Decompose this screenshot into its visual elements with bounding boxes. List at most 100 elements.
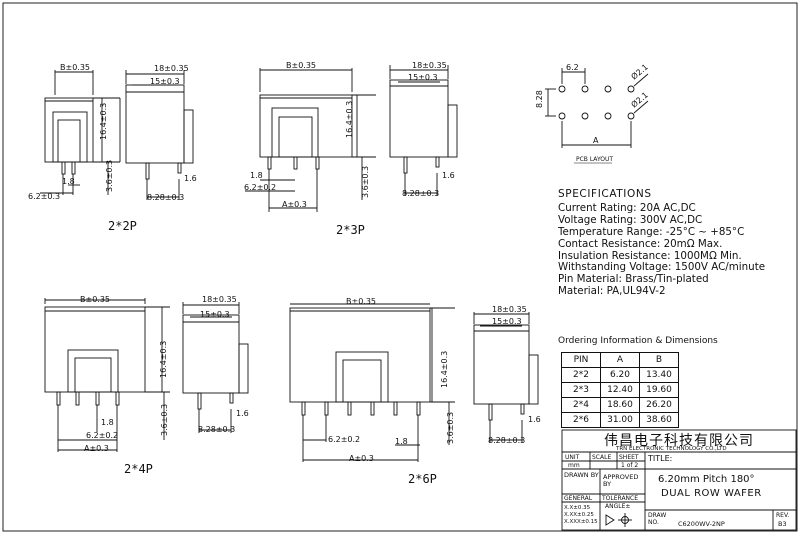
dim-2x4-side-pos: 8.28±0.3: [198, 425, 235, 434]
dim-2x6-side-pos: 8.28±0.3: [488, 436, 525, 445]
spec-line: Contact Resistance: 20mΩ Max.: [558, 237, 723, 250]
table-row: 2*2 6.20 13.40: [561, 367, 679, 383]
view-2x6-side: [473, 312, 539, 443]
dim-2x3-pitch: 1.8: [250, 171, 263, 180]
dim-2x2-pitch: 1.8: [62, 177, 75, 186]
dim-2x2-side-in: 15±0.3: [150, 77, 180, 86]
title-block-grid: [561, 429, 797, 531]
unit-value: mm: [568, 462, 580, 469]
tolerance-2: X.XX±0.25: [564, 512, 594, 518]
approved-by: APPROVED BY: [603, 473, 639, 488]
dim-2x2-a: 6.2±0.3: [28, 192, 60, 201]
spec-line: Current Rating: 20A AC,DC: [558, 201, 696, 214]
dim-2x6-height: 16.4±0.3: [440, 351, 449, 388]
dim-2x4-side-in: 15±0.3: [200, 310, 230, 319]
label-2x2p: 2*2P: [108, 219, 137, 233]
spec-line: Withstanding Voltage: 1500V AC/minute: [558, 261, 766, 274]
table-row: 2*6 31.00 38.60: [561, 412, 679, 428]
cell-pin: 2*4: [561, 397, 601, 413]
scale-label: SCALE: [592, 454, 612, 461]
dim-2x6-pitch2: 6.2±0.2: [328, 435, 360, 444]
pcb-pitch: 6.2: [566, 63, 579, 72]
draw-no: C6200WV-2NP: [678, 520, 725, 528]
view-2x4-front: [44, 298, 170, 452]
dim-2x6-a: A±0.3: [349, 454, 374, 463]
cell-a: 31.00: [600, 412, 640, 428]
pcb-label: PCB LAYOUT: [576, 156, 613, 163]
col-b: B: [639, 352, 679, 368]
dim-2x3-a: A±0.3: [282, 200, 307, 209]
dim-2x6-b: B±0.35: [346, 297, 376, 306]
dim-2x6-side-pin: 1.6: [528, 415, 541, 424]
dim-2x2-b: B±0.35: [60, 63, 90, 72]
dim-2x3-side-pos: 8.28±0.3: [402, 189, 439, 198]
dim-2x3-side-pin: 1.6: [442, 171, 455, 180]
dim-2x4-pitch: 1.8: [101, 418, 114, 427]
cell-a: 12.40: [600, 382, 640, 398]
sheet-value: 1 of 2: [621, 462, 639, 469]
dim-2x6-side-w: 18±0.35: [492, 305, 527, 314]
general-label: GENERAL: [564, 495, 593, 502]
view-2x3-side: [389, 65, 458, 196]
sheet-label: SHEET: [619, 454, 639, 461]
view-2x6-front: [289, 303, 455, 462]
label-2x4p: 2*4P: [124, 462, 153, 476]
dim-2x4-b: B±0.35: [80, 295, 110, 304]
company-name-cn: 伟昌电子科技有限公司: [604, 433, 754, 449]
rev-value: B3: [778, 520, 787, 528]
spec-line: Pin Material: Brass/Tin-plated: [558, 273, 709, 286]
cell-pin: 2*3: [561, 382, 601, 398]
table-header-row: PIN A B: [561, 352, 679, 368]
dim-2x2-side-pos: 8.28±0.3: [147, 193, 184, 202]
cell-pin: 2*2: [561, 367, 601, 383]
dim-2x3-b: B±0.35: [286, 61, 316, 70]
dim-2x6-side-in: 15±0.3: [492, 317, 522, 326]
dim-2x3-side-w: 18±0.35: [412, 61, 447, 70]
pcb-layout: [545, 68, 649, 148]
spec-line: Material: PA,UL94V-2: [558, 285, 666, 298]
dim-2x2-side-w: 18±0.35: [154, 64, 189, 73]
spec-line: Voltage Rating: 300V AC,DC: [558, 213, 703, 226]
ordering-title: Ordering Information & Dimensions: [558, 336, 718, 346]
dim-2x4-height: 16.4±0.3: [159, 341, 168, 378]
cell-b: 19.60: [639, 382, 679, 398]
dim-2x6-pin: 3.6±0.3: [446, 412, 455, 444]
drawn-by: DRAWN BY: [564, 471, 599, 479]
company-name-en: TRN ELECTRONIC TECHNOLOGY CO.,LTD: [616, 446, 727, 452]
view-2x4-side: [182, 302, 249, 433]
spec-line: Insulation Resistance: 1000MΩ Min.: [558, 249, 742, 262]
unit-label: UNIT: [565, 454, 580, 461]
table-row: 2*4 18.60 26.20: [561, 397, 679, 413]
dim-2x3-side-in: 15±0.3: [408, 73, 438, 82]
cell-a: 18.60: [600, 397, 640, 413]
ordering-table: PIN A B 2*2 6.20 13.40 2*3 12.40 19.60 2…: [561, 352, 679, 428]
dim-2x6-pitch: 1.8: [395, 437, 408, 446]
title-line-2: DUAL ROW WAFER: [661, 488, 762, 499]
draw-no-label: DRAW NO.: [648, 512, 667, 526]
dim-2x3-pitch2: 6.2±0.2: [244, 183, 276, 192]
cell-b: 38.60: [639, 412, 679, 428]
dim-2x4-side-pin: 1.6: [236, 409, 249, 418]
dim-2x3-pin: 3.6±0.3: [361, 166, 370, 198]
pcb-row: 8.28: [535, 90, 544, 108]
col-a: A: [600, 352, 640, 368]
label-2x3p: 2*3P: [336, 223, 365, 237]
view-2x3-front: [245, 68, 376, 212]
pcb-hole2: Ø2.1: [629, 90, 650, 110]
dim-2x2-side-pin: 1.6: [184, 174, 197, 183]
tolerance-label: TOLERANCE: [602, 495, 639, 502]
specifications: SPECIFICATIONS Current Rating: 20A AC,DC…: [558, 188, 794, 298]
title-label: TITLE:: [648, 454, 673, 463]
angle-label: ANGLE±: [605, 503, 631, 510]
cell-pin: 2*6: [561, 412, 601, 428]
label-2x6p: 2*6P: [408, 472, 437, 486]
tolerance-1: X.X±0.35: [564, 505, 591, 511]
dim-2x3-height: 16.4±0.3: [345, 101, 354, 138]
dim-2x4-pitch2: 6.2±0.2: [86, 431, 118, 440]
pcb-hole1: Ø2.1: [629, 62, 650, 82]
spec-line: Temperature Range: -25°C ~ +85°C: [558, 225, 745, 238]
specs-heading: SPECIFICATIONS: [558, 188, 652, 200]
cell-b: 26.20: [639, 397, 679, 413]
